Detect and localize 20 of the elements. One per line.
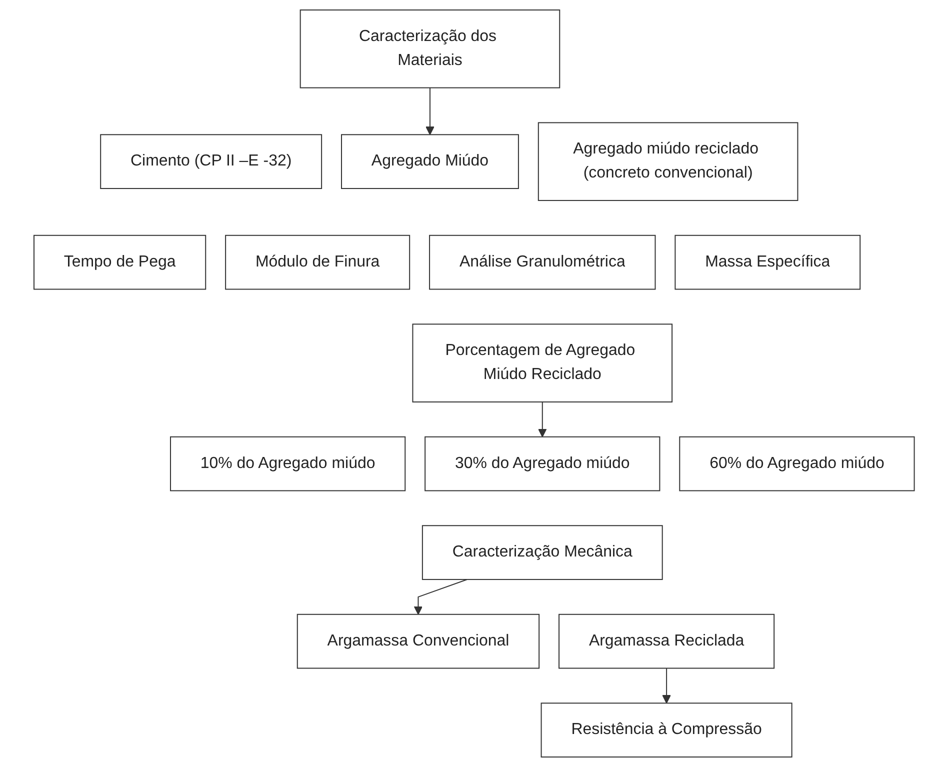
node-box: Argamassa Reciclada [558,614,775,669]
node-box: Módulo de Finura [225,234,410,290]
node-box: Cimento (CP II –E -32) [100,134,322,189]
node-box: Agregado miúdo reciclado (concreto convencional) [538,122,799,201]
node-box: Resistência à Compressão [541,702,793,758]
node-box: 10% do Agregado miúdo [170,436,406,492]
node-box: Agregado Miúdo [341,134,520,189]
arrow [662,668,672,704]
arrow [426,87,435,136]
arrow [414,578,468,615]
node-box: Argamassa Convencional [297,614,540,669]
arrow [538,401,548,438]
node-box: 60% do Agregado miúdo [680,436,916,492]
node-box: Porcentagem de Agregado Miúdo Reciclado [412,324,673,402]
node-box: Tempo de Pega [34,234,206,290]
node-box: 30% do Agregado miúdo [424,436,661,492]
node-box: Massa Específica [675,234,861,290]
node-box: Caracterização Mecânica [422,525,664,580]
node-box: Caracterização dos Materiais [300,9,560,88]
node-box: Análise Granulométrica [429,234,656,290]
